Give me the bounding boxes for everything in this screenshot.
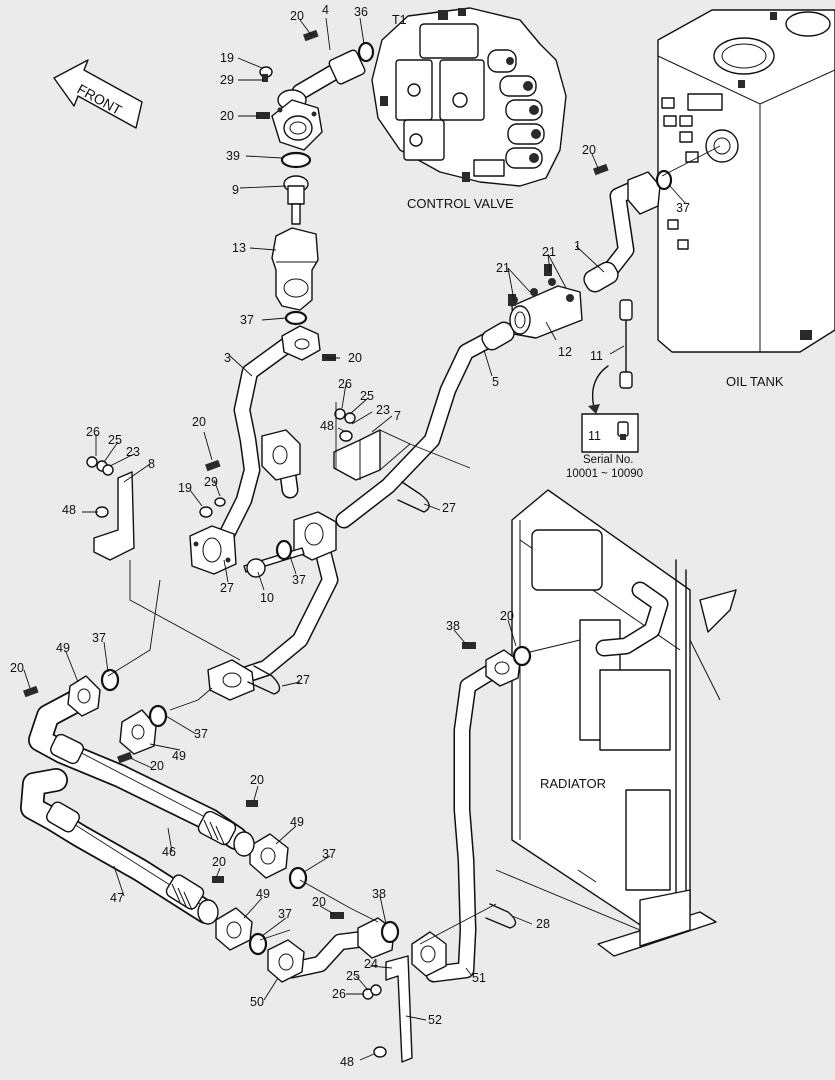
callout-4: 4 [322,3,329,17]
callout-5: 5 [492,375,499,389]
callout-37: 37 [92,631,106,645]
control-valve-label: CONTROL VALVE [407,196,514,211]
callout-10: 10 [260,591,274,605]
callout-1: 1 [574,239,581,253]
callout-19: 19 [178,481,192,495]
callout-37: 37 [322,847,336,861]
callout-25: 25 [360,389,374,403]
t1-label: T1 [392,13,407,27]
callout-38: 38 [372,887,386,901]
callout-48: 48 [340,1055,354,1069]
callout-20: 20 [10,661,24,675]
callout-37: 37 [278,907,292,921]
callout-37: 37 [676,201,690,215]
callout-13: 13 [232,241,246,255]
callout-39: 39 [226,149,240,163]
callout-37: 37 [292,573,306,587]
pipes [217,55,669,983]
front-arrow: FRONT [53,59,143,129]
callout-25: 25 [346,969,360,983]
serial-number-inset: 11 Serial No. 10001 ~ 10090 [566,365,643,480]
callout-3: 3 [224,351,231,365]
callout-38: 38 [446,619,460,633]
inset-serial-label: Serial No. [583,454,634,466]
callout-20: 20 [290,9,304,23]
callout-49: 49 [172,749,186,763]
callout-50: 50 [250,995,264,1009]
callout-29: 29 [204,475,218,489]
callout-26: 26 [86,425,100,439]
o-rings [100,41,673,956]
callout-28: 28 [536,917,550,931]
callout-48: 48 [62,503,76,517]
callout-51: 51 [472,971,486,985]
hoses [20,688,248,924]
callout-21: 21 [542,245,556,259]
callout-21: 21 [496,261,510,275]
callout-20: 20 [150,759,164,773]
control-valve: CONTROL VALVE T1 [371,7,567,211]
oil-tank-label: OIL TANK [726,374,784,389]
callout-27: 27 [220,581,234,595]
callout-23: 23 [376,403,390,417]
callout-20: 20 [212,855,226,869]
callout-49: 49 [290,815,304,829]
callout-29: 29 [220,73,234,87]
callout-12: 12 [558,345,572,359]
callout-7: 7 [394,409,401,423]
callout-48: 48 [320,419,334,433]
inset-part-number: 11 [588,429,601,443]
callout-20: 20 [312,895,326,909]
callout-27: 27 [296,673,310,687]
callout-49: 49 [256,887,270,901]
callout-11: 11 [590,349,603,363]
callout-9: 9 [232,183,239,197]
callout-23: 23 [126,445,140,459]
radiator-label: RADIATOR [540,776,606,791]
callout-27: 27 [442,501,456,515]
leader-lines [23,17,721,1061]
bolts [23,29,609,1000]
callout-8: 8 [148,457,155,471]
callout-46: 46 [162,845,176,859]
callout-49: 49 [56,641,70,655]
callout-20: 20 [582,143,596,157]
callout-19: 19 [220,51,234,65]
callout-20: 20 [348,351,362,365]
callout-47: 47 [110,891,124,905]
callout-37: 37 [194,727,208,741]
radiator: RADIATOR [511,489,737,957]
callout-24: 24 [364,957,378,971]
inset-serial-range: 10001 ~ 10090 [566,468,643,480]
callout-26: 26 [338,377,352,391]
callout-20: 20 [250,773,264,787]
callout-37: 37 [240,313,254,327]
callout-20: 20 [220,109,234,123]
callout-26: 26 [332,987,346,1001]
callout-52: 52 [428,1013,442,1027]
callout-20: 20 [192,415,206,429]
callout-20: 20 [500,609,514,623]
callout-36: 36 [354,5,368,19]
oil-tank: OIL TANK [657,9,835,389]
callout-25: 25 [108,433,122,447]
